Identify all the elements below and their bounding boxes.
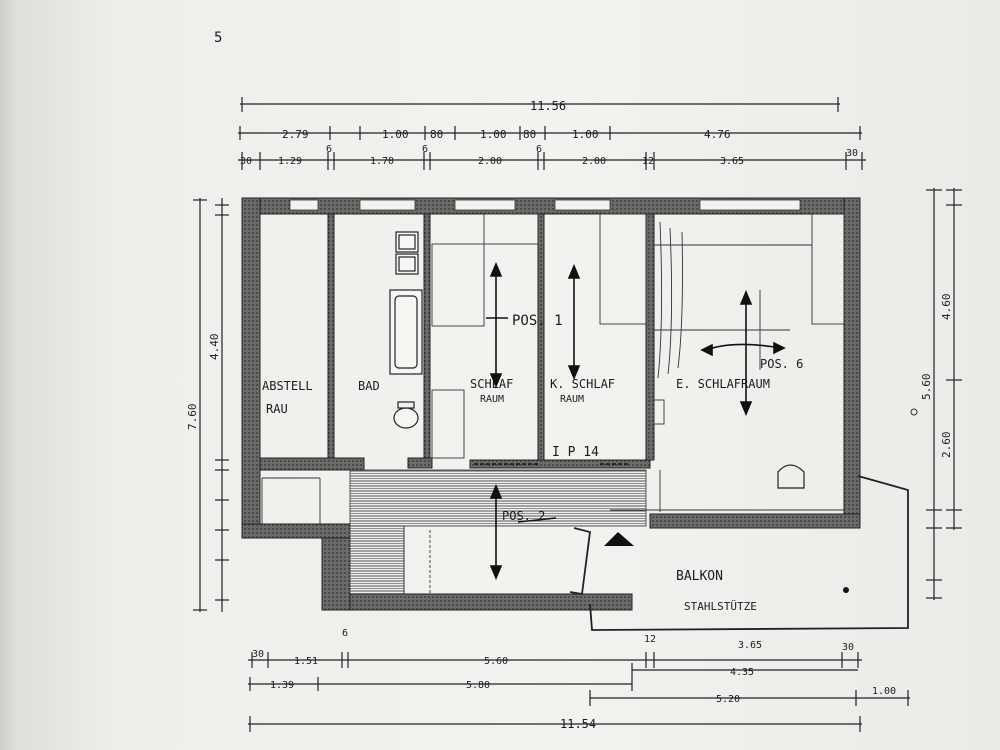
toilet-icon	[393, 407, 419, 429]
scanned-sheet	[18, 0, 1000, 750]
dim-top-r2-2: 1.00	[382, 128, 409, 141]
walls	[241, 197, 861, 611]
dim-top-r2-5: 80	[523, 128, 536, 141]
dim-top-r3-9: 12	[642, 156, 654, 167]
room-schlafraum-2: RAUM	[480, 394, 504, 405]
label-stahlstuetze: STAHLSTÜTZE	[684, 600, 757, 613]
room-schlafraum-1: SCHLAF	[470, 377, 513, 391]
dim-right-overall: 5.60	[920, 374, 933, 401]
page-number: 5	[214, 30, 222, 46]
column-marker-icon	[843, 587, 849, 593]
dim-bottom-r1-5: 12	[644, 634, 656, 645]
dim-top-r3-6: 2.00	[478, 156, 502, 167]
dim-bottom-r3-2: 5.80	[466, 680, 490, 691]
dim-bottom-r1-7: 30	[842, 642, 854, 653]
room-abstellraum-1: ABSTELL	[262, 379, 313, 393]
dim-top-r2-7: 4.76	[704, 128, 731, 141]
label-ip14: I P 14	[552, 445, 599, 460]
dim-top-r3-3: 6	[326, 144, 332, 155]
room-e-schlafraum: E. SCHLAFRAUM	[676, 377, 770, 391]
basin-icon	[777, 464, 805, 489]
dim-left-overall: 7.60	[186, 404, 199, 431]
dim-right-upper: 4.60	[940, 294, 953, 321]
interior-lines	[261, 213, 845, 594]
dim-top-r2-1: 2.79	[282, 128, 309, 141]
label-pos2: POS. 2	[502, 509, 545, 523]
bottom-dimensions	[248, 652, 910, 732]
dim-bottom-r1-4: 5.60	[484, 656, 508, 667]
dim-bottom-r4-1: 5.20	[716, 694, 740, 705]
dim-top-r3-7: 6	[536, 144, 542, 155]
note-strip	[657, 221, 683, 379]
dim-top-r3-11: 30	[846, 148, 858, 159]
section-marker-icon	[604, 532, 634, 546]
room-balkon: BALKON	[676, 569, 723, 584]
dim-top-overall: 11.56	[530, 99, 566, 113]
right-dimensions	[926, 188, 962, 600]
bathroom-fixtures	[389, 231, 423, 429]
direction-arrows	[474, 261, 786, 581]
dim-bottom-r1-6: 3.65	[738, 640, 762, 651]
page-edge	[0, 0, 18, 750]
dim-top-r3-4: 1.70	[370, 156, 394, 167]
dim-bottom-r1-3: 6	[342, 628, 348, 639]
dim-right-lower: 2.60	[940, 432, 953, 459]
windows	[289, 199, 801, 211]
dim-top-r3-2: 1.29	[278, 156, 302, 167]
dot-marker-icon	[910, 408, 918, 416]
dim-top-r2-6: 1.00	[572, 128, 599, 141]
dim-top-r3-8: 2.00	[582, 156, 606, 167]
dim-bottom-r1-2: 1.51	[294, 656, 318, 667]
corridor-floor-lower	[349, 525, 405, 595]
balcony-outline	[569, 475, 909, 631]
sink-icon	[395, 253, 419, 275]
left-dimensions	[193, 198, 229, 612]
dim-top-r3-1: 30	[240, 156, 252, 167]
dim-bottom-r3-1: 1.39	[270, 680, 294, 691]
room-k-schlafraum-1: K. SCHLAF	[550, 377, 615, 391]
dim-left-upper: 4.40	[208, 334, 221, 361]
dim-bottom-r1-1: 30	[252, 649, 264, 660]
room-abstellraum-2: RAU	[266, 402, 288, 416]
room-bad: BAD	[358, 379, 380, 393]
label-pos6: POS. 6	[760, 357, 803, 371]
dim-top-r2-4: 1.00	[480, 128, 507, 141]
dim-top-r3-5: 6	[422, 144, 428, 155]
room-k-schlafraum-2: RAUM	[560, 394, 584, 405]
sink-icon	[395, 231, 419, 253]
dim-bottom-r2-1: 4.35	[730, 667, 754, 678]
dim-bottom-r4-2: 1.00	[872, 686, 896, 697]
dim-top-r3-10: 3.65	[720, 156, 744, 167]
top-dimensions	[238, 97, 866, 170]
dim-bottom-overall: 11.54	[560, 717, 596, 731]
dim-top-r2-3: 80	[430, 128, 443, 141]
label-pos1: POS. 1	[512, 313, 563, 329]
